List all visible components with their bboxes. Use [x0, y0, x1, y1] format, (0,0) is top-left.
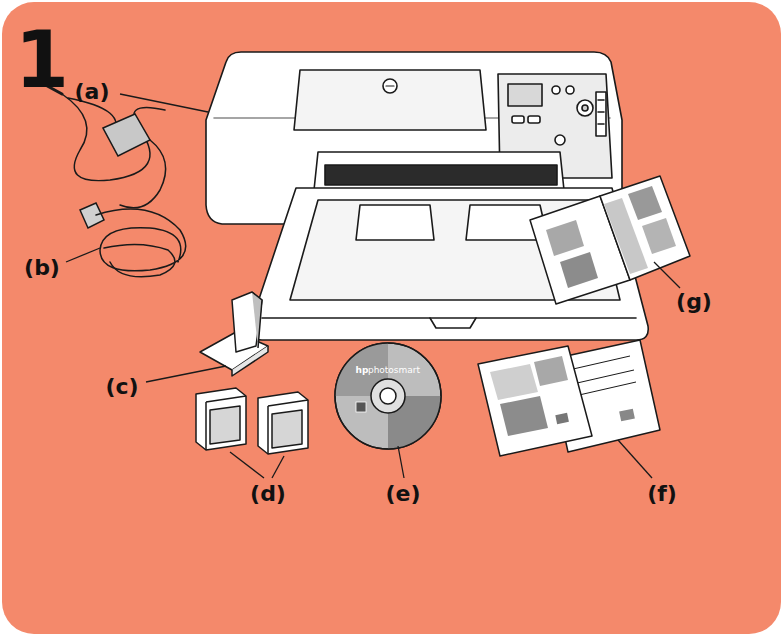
callout-letter: (e) — [385, 483, 420, 505]
callout-letter: (g) — [676, 291, 712, 313]
callout-letter: (f) — [647, 483, 677, 505]
callout-letter: (a) — [75, 81, 110, 103]
callout-letter: (d) — [250, 483, 286, 505]
disc-label: hp — [356, 366, 369, 375]
disc-label: photosmart — [368, 366, 420, 375]
manuals — [478, 340, 660, 456]
callout-letter: (b) — [24, 257, 60, 279]
leader-lines — [66, 94, 680, 478]
callout-letter: (c) — [105, 376, 138, 398]
setup-poster — [530, 176, 690, 304]
alignment-tool — [200, 292, 268, 376]
step-number: 1 — [15, 21, 69, 99]
print-cartridges — [196, 388, 308, 454]
software-cd — [335, 343, 441, 449]
printer — [206, 52, 648, 340]
power-cable — [40, 82, 186, 277]
